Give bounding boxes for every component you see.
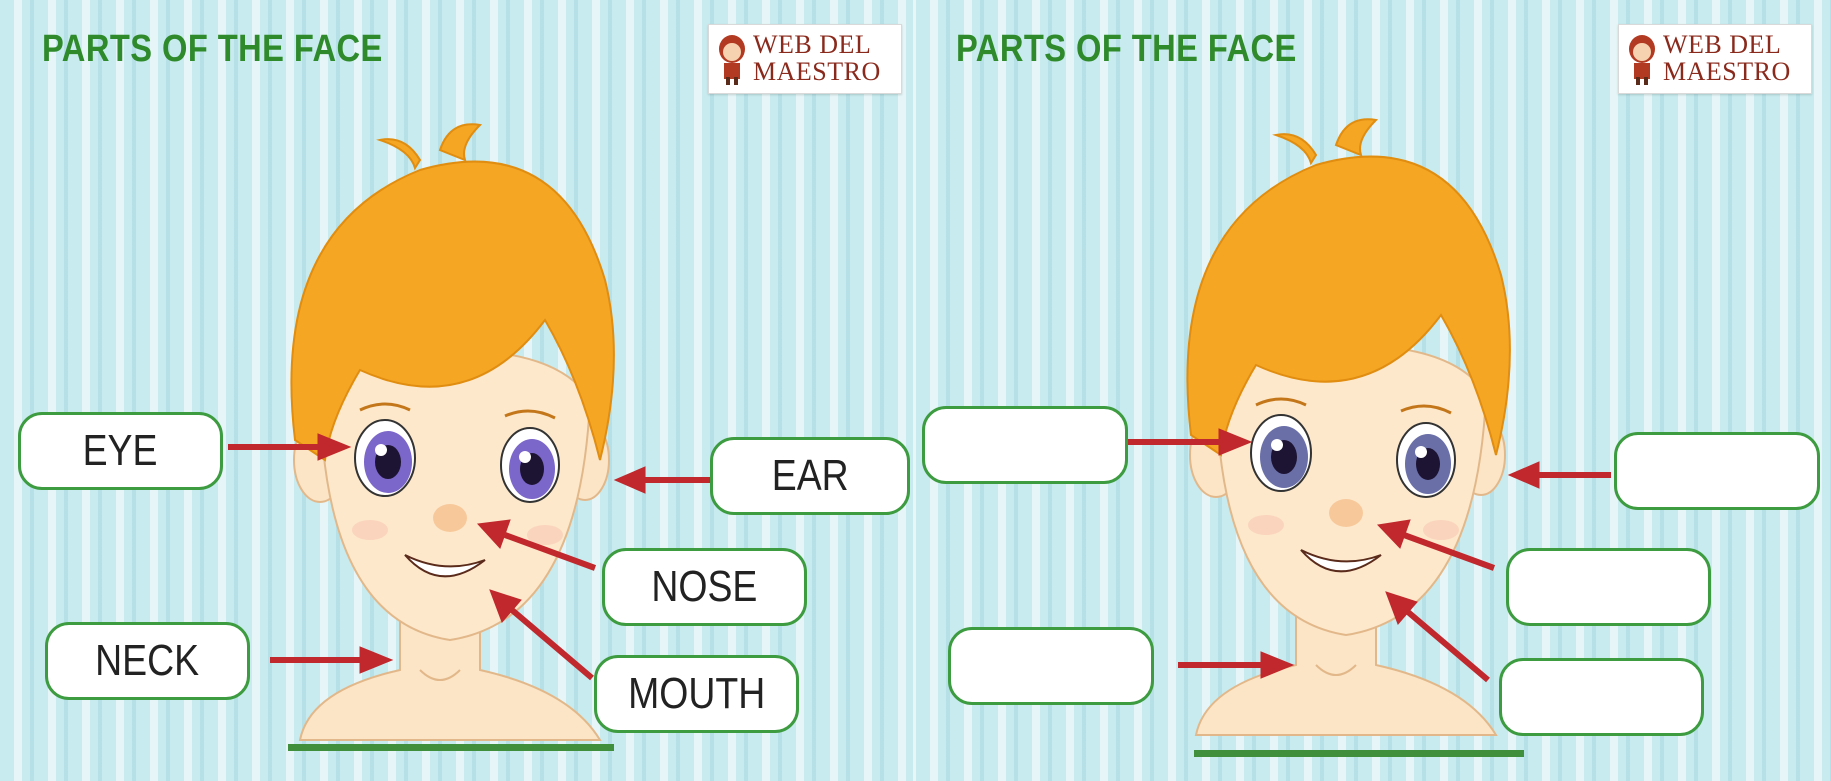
label-neck[interactable]: NECK — [45, 622, 250, 700]
ground-line — [1194, 750, 1524, 757]
label-nose-text: NOSE — [651, 562, 757, 612]
blank-label-ear[interactable] — [1614, 432, 1820, 510]
label-mouth-text: MOUTH — [628, 669, 765, 719]
label-ear[interactable]: EAR — [710, 437, 910, 515]
label-eye[interactable]: EYE — [18, 412, 223, 490]
blank-label-mouth[interactable] — [1499, 658, 1704, 736]
label-neck-text: NECK — [96, 636, 200, 686]
blank-label-neck[interactable] — [948, 627, 1154, 705]
ground-line — [288, 744, 614, 751]
label-mouth[interactable]: MOUTH — [594, 655, 799, 733]
blank-label-eye[interactable] — [922, 406, 1128, 484]
label-nose[interactable]: NOSE — [602, 548, 807, 626]
worksheet-panel-blank: PARTS OF THE FACE WEB DEL MAESTRO — [916, 0, 1831, 781]
label-ear-text: EAR — [772, 451, 849, 501]
label-eye-text: EYE — [83, 426, 158, 476]
worksheet-panel-labeled: PARTS OF THE FACE WEB DEL MAESTRO — [0, 0, 915, 781]
blank-label-nose[interactable] — [1506, 548, 1711, 626]
